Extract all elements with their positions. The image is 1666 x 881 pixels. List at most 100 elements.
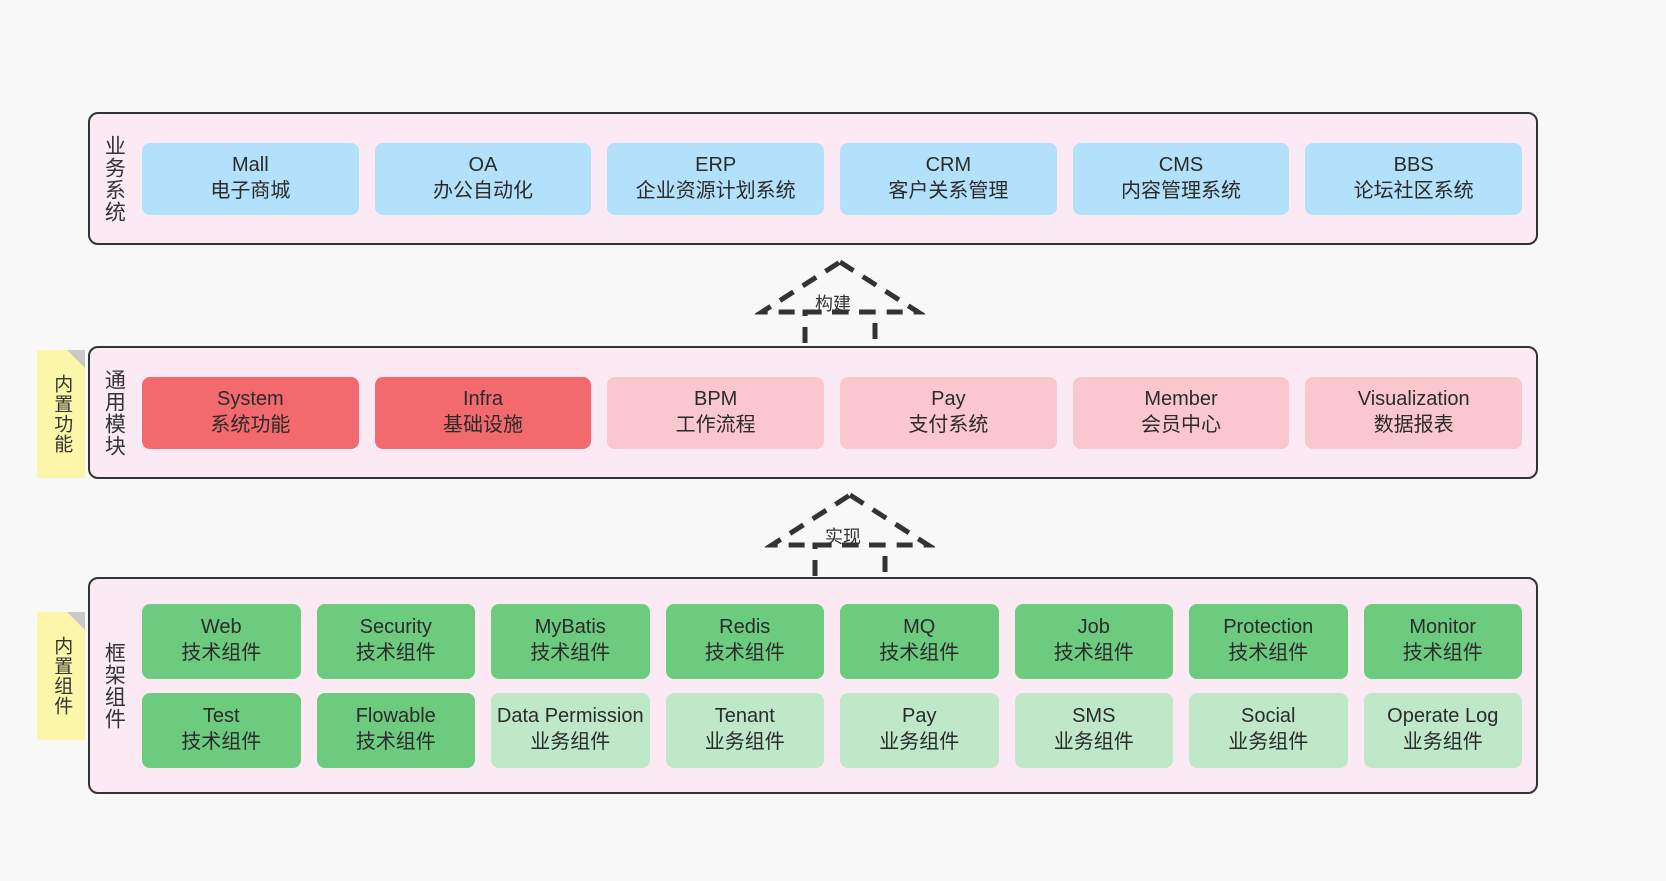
card-title: Pay [931, 387, 966, 410]
card-flowable[interactable]: Flowable 技术组件 [316, 692, 475, 768]
sticky-note-builtin-components: 内置组件 [37, 612, 85, 740]
card-subtitle: 技术组件 [704, 642, 785, 664]
card-social[interactable]: Social 业务组件 [1189, 692, 1348, 768]
card-oa[interactable]: OA 办公自动化 [374, 142, 592, 215]
card-title: Security [359, 616, 432, 639]
connector-build-label: 构建 [815, 294, 851, 314]
card-title: SMS [1072, 705, 1116, 728]
card-sms[interactable]: SMS 业务组件 [1014, 692, 1173, 768]
card-subtitle: 论坛社区系统 [1353, 179, 1474, 202]
card-subtitle: 技术组件 [1402, 642, 1483, 664]
card-title: Monitor [1409, 616, 1477, 639]
card-subtitle: 技术组件 [181, 731, 262, 753]
card-mall[interactable]: Mall 电子商城 [142, 142, 359, 215]
layer-body-common: System 系统功能 Infra 基础设施 BPM 工作流程 Pay 支付系统… [136, 348, 1536, 477]
card-web[interactable]: Web 技术组件 [142, 603, 301, 679]
card-bbs[interactable]: BBS 论坛社区系统 [1305, 142, 1523, 215]
layer-title-common: 通用模块 [102, 368, 126, 457]
card-tenant[interactable]: Tenant 业务组件 [665, 692, 824, 768]
sticky-label: 内置功能 [51, 374, 73, 454]
card-operate-log[interactable]: Operate Log 业务组件 [1363, 692, 1522, 768]
card-test[interactable]: Test 技术组件 [142, 692, 301, 768]
card-title: MQ [903, 616, 936, 639]
card-title: Member [1144, 387, 1218, 410]
card-title: Mall [232, 153, 269, 176]
card-pay[interactable]: Pay 支付系统 [840, 376, 1057, 449]
card-subtitle: 业务组件 [879, 731, 960, 753]
card-subtitle: 基础设施 [443, 413, 523, 436]
card-redis[interactable]: Redis 技术组件 [665, 603, 824, 679]
card-row: Web 技术组件 Security 技术组件 MyBatis 技术组件 Redi… [142, 603, 1522, 679]
card-title: Social [1241, 705, 1296, 728]
card-monitor[interactable]: Monitor 技术组件 [1363, 603, 1522, 679]
card-subtitle: 业务组件 [530, 731, 611, 753]
card-subtitle: 技术组件 [879, 642, 960, 664]
card-subtitle: 技术组件 [181, 642, 262, 664]
card-subtitle: 技术组件 [530, 642, 611, 664]
card-bpm[interactable]: BPM 工作流程 [607, 376, 825, 449]
card-cms[interactable]: CMS 内容管理系统 [1072, 142, 1290, 215]
card-subtitle: 技术组件 [355, 731, 436, 753]
dashed-up-arrow-icon [753, 259, 927, 355]
card-title: OA [468, 153, 498, 176]
card-subtitle: 技术组件 [1053, 642, 1134, 664]
card-subtitle: 电子商城 [210, 179, 291, 202]
card-subtitle: 数据报表 [1373, 413, 1454, 436]
card-system[interactable]: System 系统功能 [142, 376, 359, 449]
card-title: CRM [925, 153, 972, 176]
layer-common-modules: 通用模块 System 系统功能 Infra 基础设施 BPM 工作流程 Pay… [88, 346, 1538, 479]
layer-title-framework: 框架组件 [102, 641, 126, 730]
layer-body-framework: Web 技术组件 Security 技术组件 MyBatis 技术组件 Redi… [136, 579, 1536, 792]
layer-framework-components: 框架组件 Web 技术组件 Security 技术组件 MyBatis 技术组件… [88, 577, 1538, 794]
card-title: BPM [694, 387, 738, 410]
card-title: Redis [719, 616, 771, 639]
card-subtitle: 业务组件 [1402, 731, 1483, 753]
card-subtitle: 技术组件 [355, 642, 436, 664]
card-mq[interactable]: MQ 技术组件 [840, 603, 999, 679]
card-title: CMS [1158, 153, 1204, 176]
card-subtitle: 业务组件 [704, 731, 785, 753]
card-title: ERP [695, 153, 737, 176]
card-subtitle: 办公自动化 [433, 179, 533, 202]
card-mybatis[interactable]: MyBatis 技术组件 [491, 603, 650, 679]
card-member[interactable]: Member 会员中心 [1072, 376, 1290, 449]
connector-implement-label: 实现 [825, 527, 861, 547]
card-row: System 系统功能 Infra 基础设施 BPM 工作流程 Pay 支付系统… [142, 376, 1523, 449]
connector-build: 构建 [753, 256, 927, 355]
card-subtitle: 客户关系管理 [888, 179, 1009, 202]
card-subtitle: 技术组件 [1228, 642, 1309, 664]
card-title: Infra [462, 387, 504, 410]
card-title: System [216, 387, 284, 410]
card-visualization[interactable]: Visualization 数据报表 [1305, 376, 1523, 449]
connector-implement: 实现 [763, 489, 937, 588]
card-security[interactable]: Security 技术组件 [316, 603, 475, 679]
card-protection[interactable]: Protection 技术组件 [1189, 603, 1348, 679]
card-title: Protection [1223, 616, 1314, 639]
card-subtitle: 业务组件 [1228, 731, 1309, 753]
card-title: Web [200, 616, 242, 639]
card-title: Pay [902, 705, 937, 728]
card-subtitle: 内容管理系统 [1121, 179, 1242, 202]
card-infra[interactable]: Infra 基础设施 [374, 376, 592, 449]
card-subtitle: 工作流程 [675, 413, 756, 436]
card-title: Test [202, 705, 240, 728]
card-row: Mall 电子商城 OA 办公自动化 ERP 企业资源计划系统 CRM 客户关系… [142, 142, 1523, 215]
layer-business-system: 业务系统 Mall 电子商城 OA 办公自动化 ERP 企业资源计划系统 CRM… [88, 112, 1538, 245]
card-job[interactable]: Job 技术组件 [1014, 603, 1173, 679]
card-crm[interactable]: CRM 客户关系管理 [840, 142, 1057, 215]
card-subtitle: 系统功能 [210, 413, 291, 436]
card-pay-business[interactable]: Pay 业务组件 [840, 692, 999, 768]
card-row: Test 技术组件 Flowable 技术组件 Data Permission … [142, 692, 1522, 768]
card-title: Tenant [714, 705, 775, 728]
card-erp[interactable]: ERP 企业资源计划系统 [607, 142, 825, 215]
card-subtitle: 支付系统 [908, 413, 989, 436]
card-subtitle: 企业资源计划系统 [635, 179, 796, 202]
card-title: Flowable [355, 705, 436, 728]
card-data-permission[interactable]: Data Permission 业务组件 [491, 692, 650, 768]
sticky-label: 内置组件 [51, 636, 73, 716]
card-title: MyBatis [534, 616, 606, 639]
dashed-up-arrow-icon [763, 492, 937, 588]
card-title: Job [1077, 616, 1110, 639]
card-title: BBS [1393, 153, 1434, 176]
